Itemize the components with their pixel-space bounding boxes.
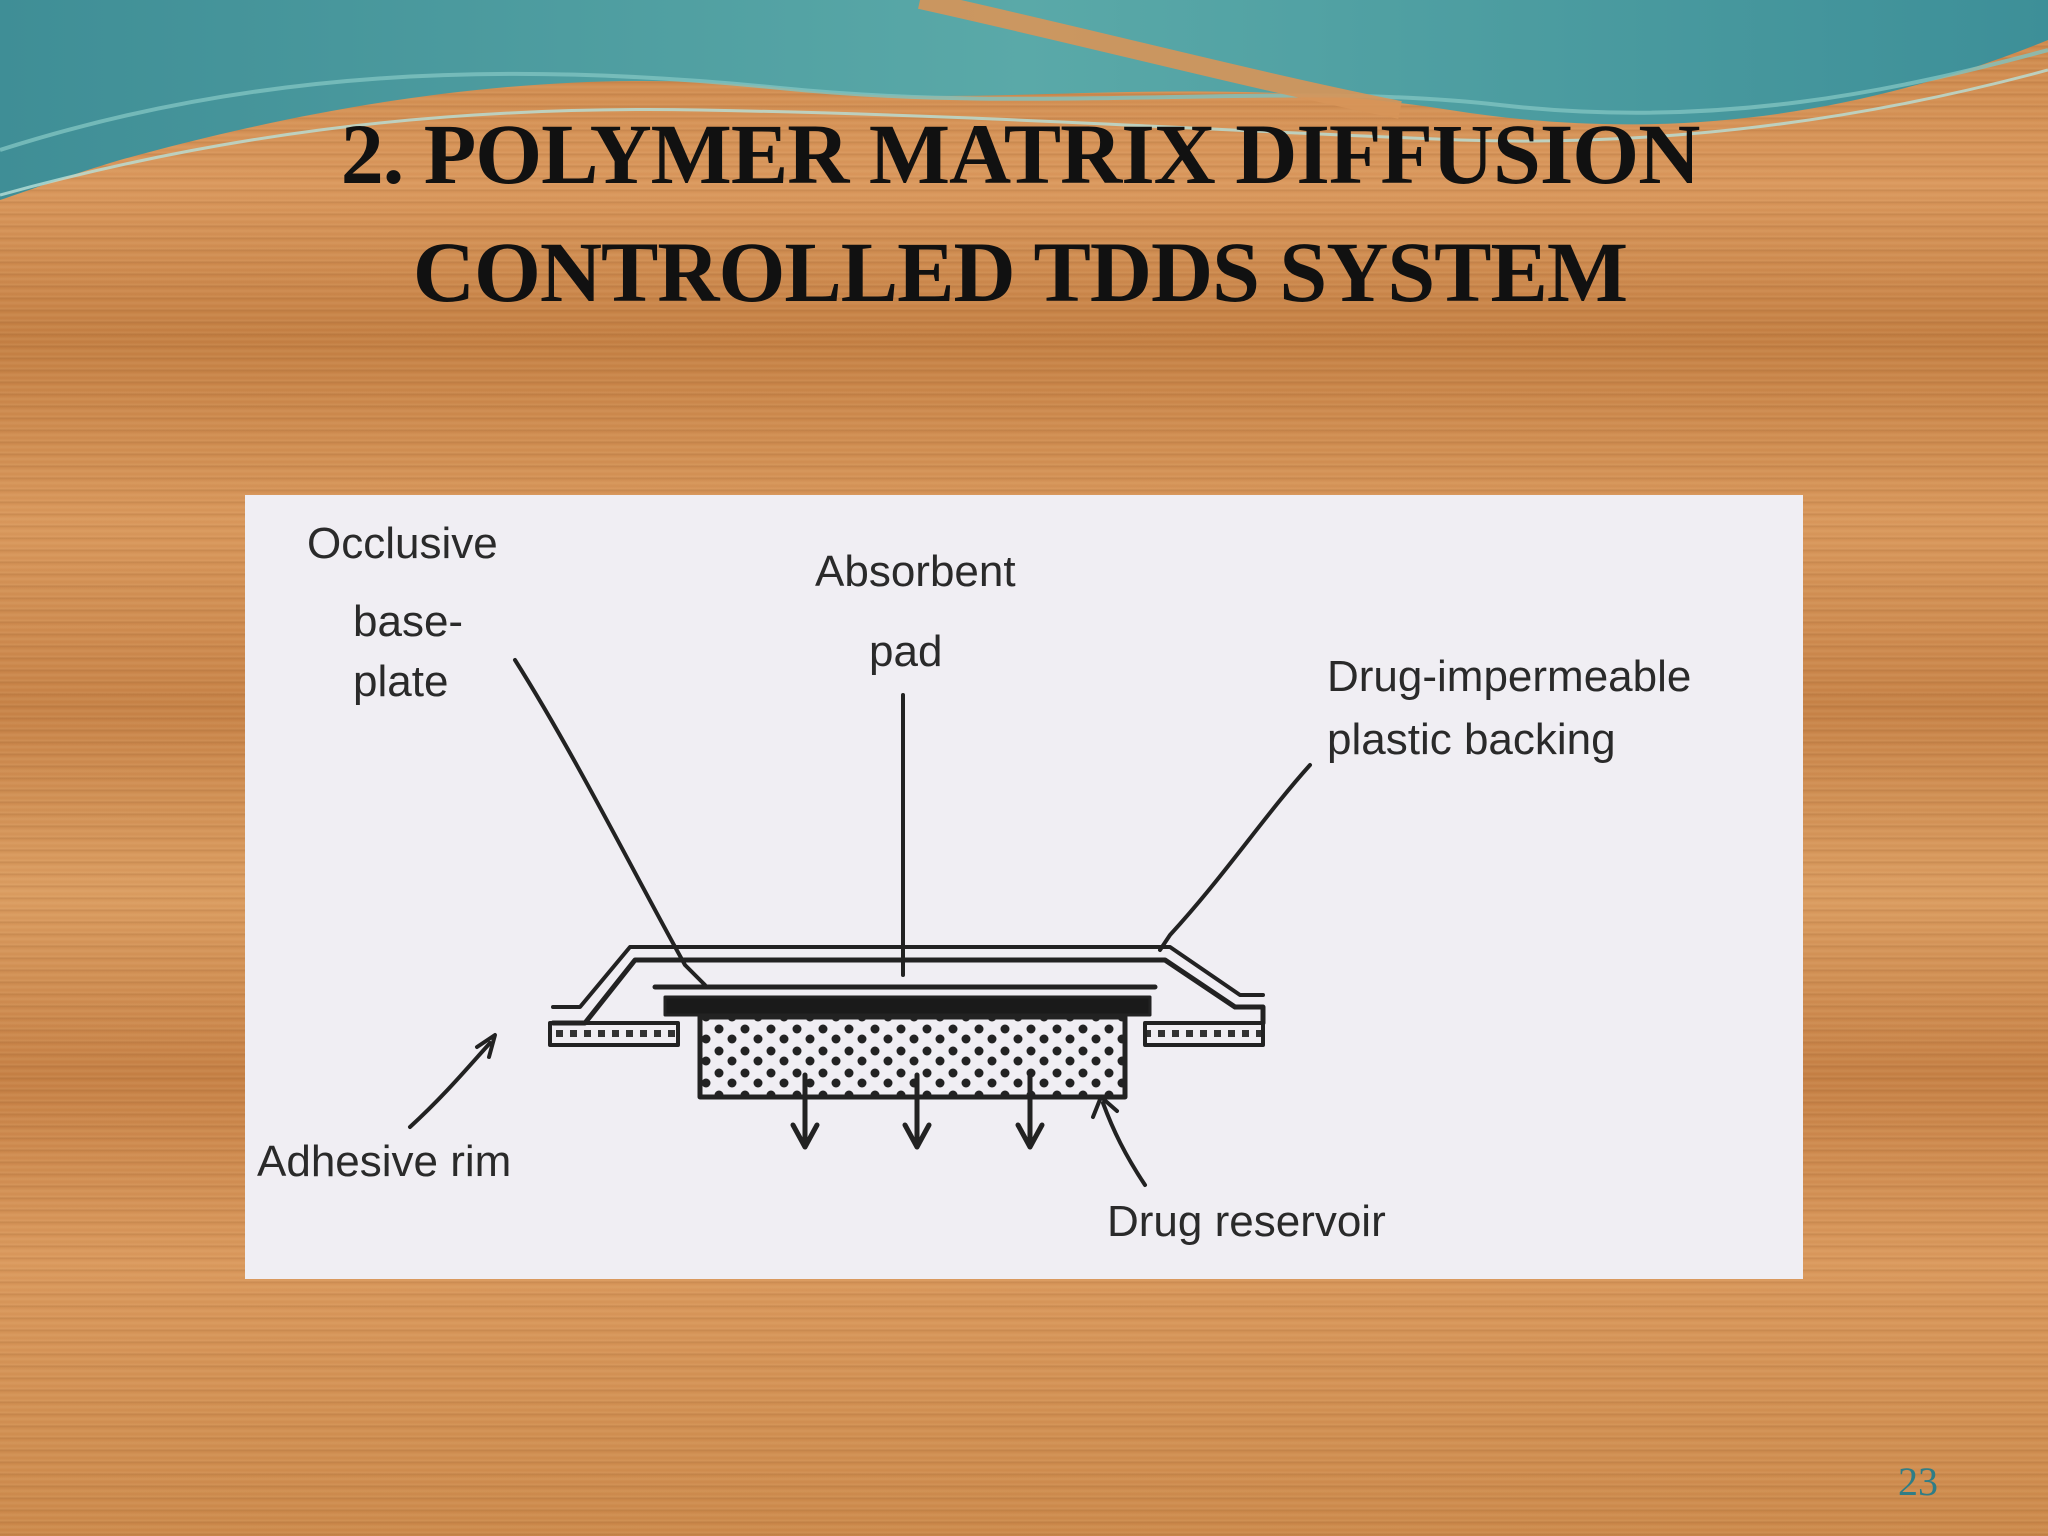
label-absorbent-1: Absorbent bbox=[815, 547, 1016, 596]
label-adhesive-rim: Adhesive rim bbox=[257, 1137, 512, 1186]
plastic-backing-outer bbox=[550, 957, 1266, 1026]
label-backing-1: Drug-impermeable bbox=[1327, 652, 1692, 701]
leader-occlusive bbox=[513, 658, 707, 987]
label-occlusive-3: plate bbox=[353, 657, 449, 706]
label-occlusive-1: Occlusive bbox=[307, 519, 498, 568]
absorbent-pad bbox=[663, 995, 1152, 1017]
title-line-1: 2. POLYMER MATRIX DIFFUSION bbox=[340, 106, 1701, 202]
label-absorbent-2: pad bbox=[869, 627, 943, 676]
teal-wave-decoration bbox=[0, 0, 2048, 200]
slide-title: 2. POLYMER MATRIX DIFFUSION CONTROLLED T… bbox=[230, 95, 1810, 331]
release-arrow-2 bbox=[902, 1072, 932, 1150]
adhesive-rim-right bbox=[1143, 1021, 1265, 1047]
adhesive-rim-left bbox=[548, 1021, 680, 1047]
tdds-schematic bbox=[408, 658, 1312, 1187]
leader-backing bbox=[1158, 763, 1312, 952]
leader-reservoir bbox=[1101, 1101, 1147, 1187]
label-occlusive-2: base- bbox=[353, 597, 464, 646]
release-arrow-3 bbox=[1015, 1072, 1045, 1150]
label-backing-2: plastic backing bbox=[1327, 715, 1616, 764]
plastic-backing-inner bbox=[551, 945, 1265, 1009]
release-arrow-1 bbox=[790, 1072, 820, 1150]
page-number: 23 bbox=[1898, 1459, 1938, 1504]
drug-reservoir bbox=[697, 1014, 1128, 1100]
title-line-2: CONTROLLED TDDS SYSTEM bbox=[412, 224, 1628, 320]
tdds-diagram: Occlusive base- plate Absorbent pad Drug… bbox=[245, 495, 1803, 1279]
leader-adhesive bbox=[408, 1041, 492, 1129]
label-drug-reservoir: Drug reservoir bbox=[1107, 1197, 1386, 1246]
